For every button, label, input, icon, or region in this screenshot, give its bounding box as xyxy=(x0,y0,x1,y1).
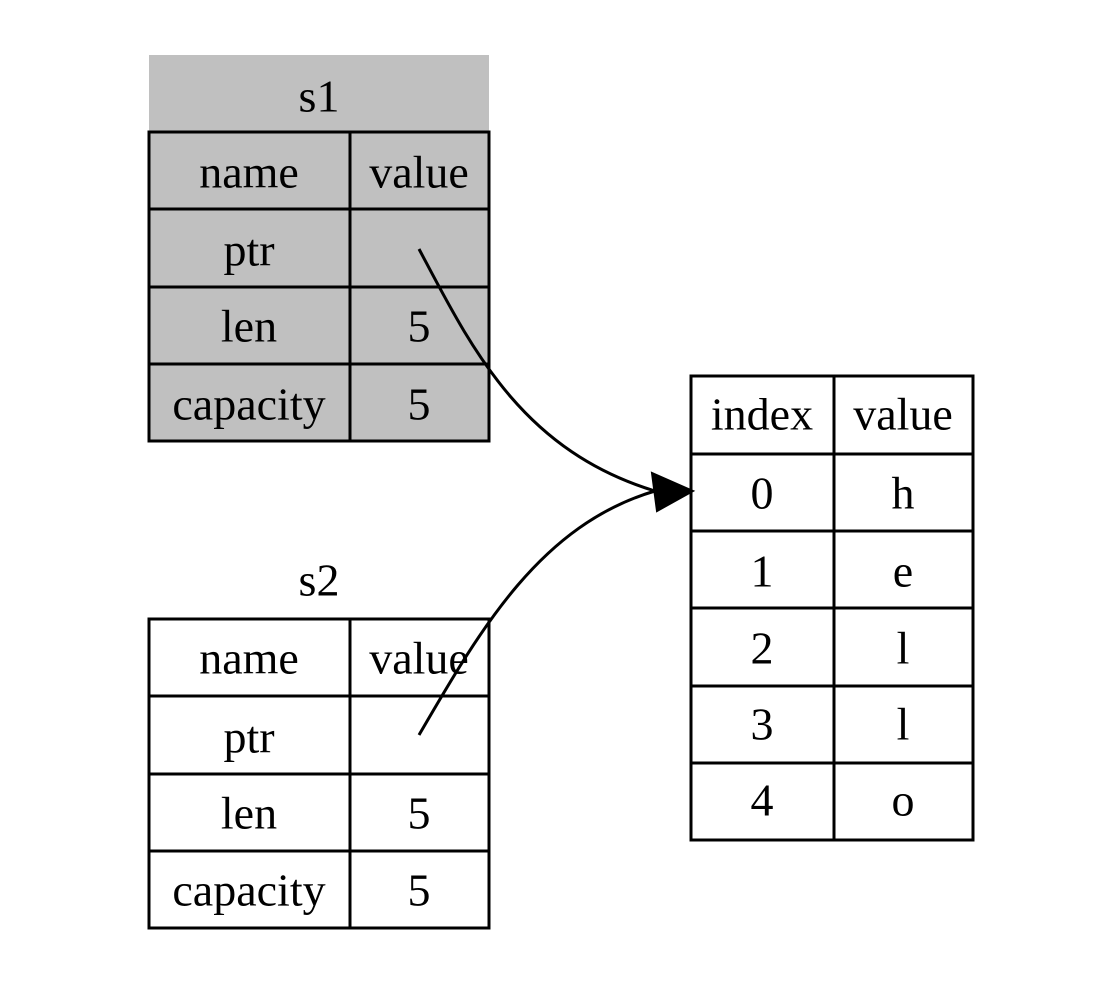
heap-row-4-value: o xyxy=(892,775,915,826)
heap-row-3-value: l xyxy=(897,699,910,750)
arrowhead-icon xyxy=(650,471,696,513)
s2-capacity-value-cell xyxy=(348,849,491,930)
s1-title-bg xyxy=(149,55,489,132)
s1-len-label: len xyxy=(221,301,277,352)
s1-capacity-label: capacity xyxy=(172,379,325,430)
s1-capacity-value-cell xyxy=(348,362,491,443)
heap-row-0-index: 0 xyxy=(751,468,774,519)
s1-ptr-edge xyxy=(417,248,656,493)
s2-header-name-cell xyxy=(147,617,352,698)
s1-ptr-name-cell xyxy=(147,207,352,289)
heap-row-0-value-cell xyxy=(832,452,975,533)
s2-capacity-value: 5 xyxy=(408,865,431,916)
heap-row-4-index-cell xyxy=(689,761,836,842)
s2-ptr-label: ptr xyxy=(223,712,274,763)
s2-header-name: name xyxy=(199,633,299,684)
s1-header-value: value xyxy=(369,147,469,198)
heap-row-3-value-cell xyxy=(832,684,975,765)
s1-header-name-cell xyxy=(147,130,352,211)
s1-ptr-label: ptr xyxy=(223,225,274,276)
s2-capacity-name-cell xyxy=(147,849,352,930)
s2-len-value: 5 xyxy=(408,788,431,839)
heap-row-2-value-cell xyxy=(832,606,975,688)
heap-row-1-value: e xyxy=(893,546,913,597)
heap-row-1-index: 1 xyxy=(751,546,774,597)
heap-table: index value 0 h 1 e 2 l 3 l 4 o xyxy=(689,374,975,842)
s2-title: s2 xyxy=(299,555,340,606)
s1-capacity-name-cell xyxy=(147,362,352,443)
heap-row-3-index-cell xyxy=(689,684,836,765)
s2-ptr-edge xyxy=(417,489,656,736)
heap-row-4-index: 4 xyxy=(751,775,774,826)
heap-row-2-value: l xyxy=(897,623,910,674)
heap-header-value: value xyxy=(853,389,953,440)
heap-row-0-index-cell xyxy=(689,452,836,533)
heap-row-4-value-cell xyxy=(832,761,975,842)
s1-header-value-cell xyxy=(348,130,491,211)
s1-len-value: 5 xyxy=(408,301,431,352)
s2-ptr-name-cell xyxy=(147,694,352,776)
s1-table: s1 name value ptr len 5 capacity 5 xyxy=(147,55,491,443)
s2-len-value-cell xyxy=(348,772,491,853)
s1-ptr-value-cell xyxy=(348,207,491,289)
s2-capacity-label: capacity xyxy=(172,865,325,916)
s1-header-name: name xyxy=(199,147,299,198)
heap-row-0-value: h xyxy=(892,468,915,519)
s2-table: s2 name value ptr len 5 capacity 5 xyxy=(147,555,491,930)
heap-row-2-index: 2 xyxy=(751,623,774,674)
s1-capacity-value: 5 xyxy=(408,379,431,430)
s2-len-label: len xyxy=(221,788,277,839)
s2-header-value: value xyxy=(369,633,469,684)
heap-header-value-cell xyxy=(832,374,975,456)
heap-row-3-index: 3 xyxy=(751,699,774,750)
s1-title: s1 xyxy=(299,71,340,122)
s2-len-name-cell xyxy=(147,772,352,853)
heap-row-1-value-cell xyxy=(832,529,975,610)
heap-header-index: index xyxy=(711,389,813,440)
